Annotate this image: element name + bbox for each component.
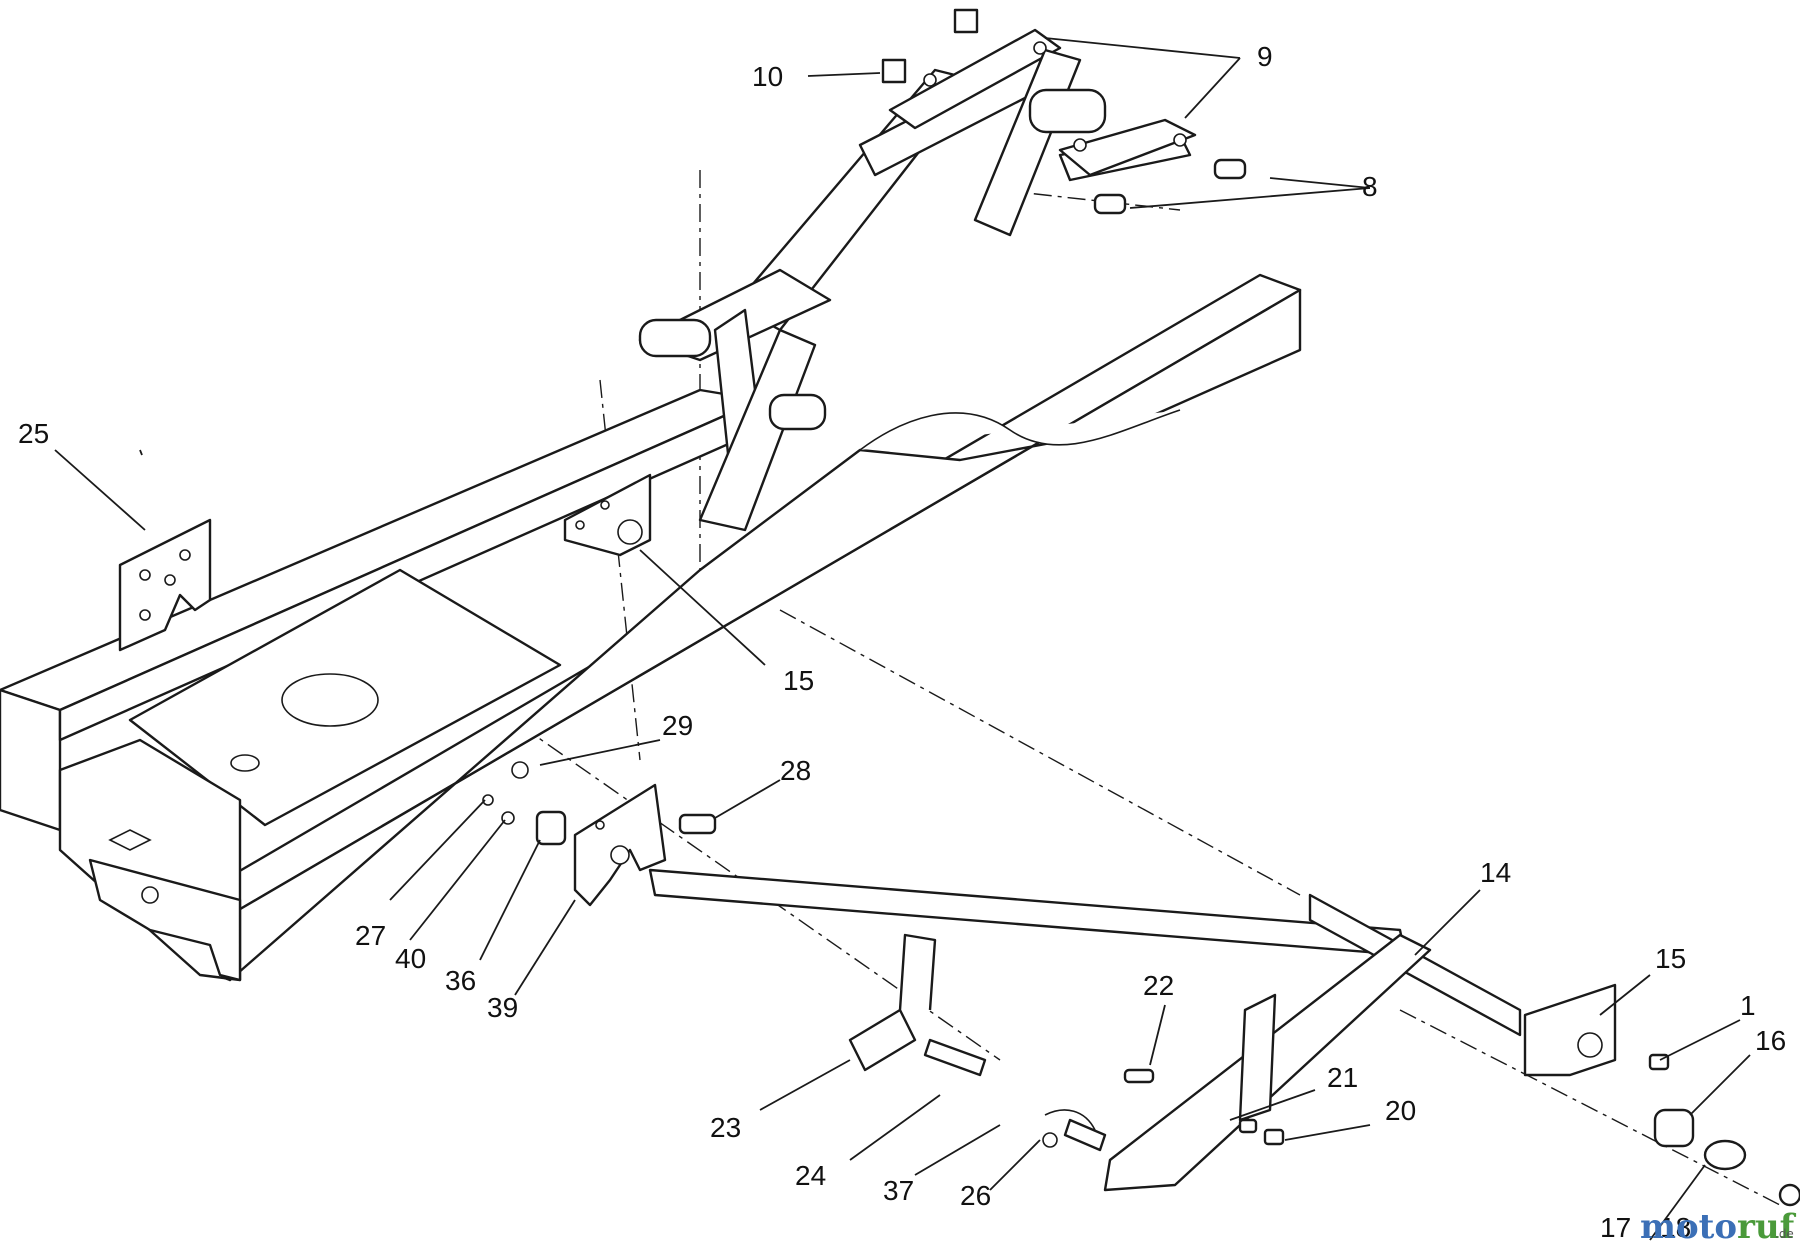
callout-25: 25 [18,418,49,449]
callout-24: 24 [795,1160,826,1191]
watermark-moto: moto [1640,1207,1737,1244]
callout-15-right: 15 [1655,943,1686,974]
callout-15-mid: 15 [783,665,814,696]
callout-28: 28 [780,755,811,786]
bracket-mid [563,473,652,557]
spring-clips [881,8,979,84]
callout-23: 23 [710,1112,741,1143]
callout-39: 39 [487,992,518,1023]
watermark-suffix: .de [1775,1227,1794,1241]
callout-20: 20 [1385,1095,1416,1126]
callout-14: 14 [1480,857,1511,888]
rear-cross-shaft [648,868,1617,1192]
bracket-39-spring [482,761,717,907]
watermark-ruf: ruf [1737,1207,1797,1244]
callout-36: 36 [445,965,476,996]
callout-labels: 1 8 9 10 14 15 15 16 17 18 20 21 22 23 2… [18,41,1786,1243]
callout-1: 1 [1740,990,1756,1021]
callout-29: 29 [662,710,693,741]
callout-8: 8 [1362,171,1378,202]
callout-27: 27 [355,920,386,951]
callout-22: 22 [1143,970,1174,1001]
front-cross-member [58,738,242,982]
callout-9: 9 [1257,41,1273,72]
callout-10: 10 [752,61,783,92]
pivot-pins [1093,158,1247,215]
leader-lines [54,37,1751,1241]
callout-37: 37 [883,1175,914,1206]
bracket-left [118,518,212,652]
callout-21: 21 [1327,1062,1358,1093]
callout-16: 16 [1755,1025,1786,1056]
handle-link [848,933,1277,1152]
watermark-logo: motoruf .de [1640,1207,1797,1244]
callout-18: 18 [1660,1212,1691,1243]
callout-40: 40 [395,943,426,974]
svg-text:motoruf: motoruf [1640,1207,1797,1244]
lift-arm-assembly [638,28,1197,532]
callout-26: 26 [960,1180,991,1211]
callout-17: 17 [1600,1212,1631,1243]
small-hardware [1042,1053,1800,1207]
